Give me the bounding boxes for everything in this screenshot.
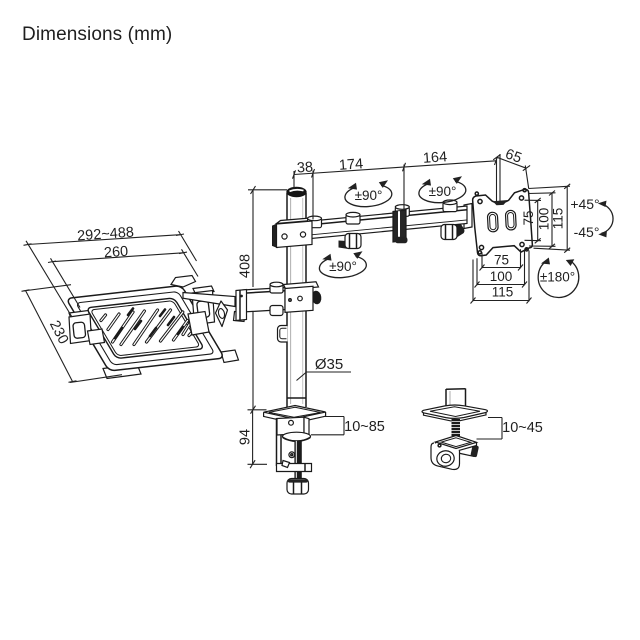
svg-text:408: 408 — [238, 254, 254, 278]
svg-text:292~488: 292~488 — [77, 225, 135, 245]
svg-text:+45°: +45° — [570, 196, 599, 212]
svg-text:115: 115 — [492, 285, 514, 300]
svg-text:±90°: ±90° — [329, 259, 357, 274]
svg-text:94: 94 — [238, 429, 254, 445]
svg-text:100: 100 — [537, 208, 552, 231]
svg-text:±90°: ±90° — [429, 184, 457, 199]
svg-text:65: 65 — [503, 146, 524, 167]
svg-text:Ø35: Ø35 — [315, 356, 343, 373]
svg-text:75: 75 — [494, 253, 509, 268]
svg-text:260: 260 — [103, 244, 128, 262]
svg-text:174: 174 — [338, 156, 363, 174]
svg-text:-45°: -45° — [574, 224, 600, 240]
svg-text:164: 164 — [422, 149, 447, 167]
svg-text:75: 75 — [521, 210, 536, 225]
svg-text:38: 38 — [296, 159, 313, 176]
svg-text:100: 100 — [490, 269, 513, 284]
svg-text:±180°: ±180° — [540, 270, 575, 285]
svg-text:10~45: 10~45 — [502, 420, 543, 436]
svg-text:Dimensions (mm): Dimensions (mm) — [22, 24, 172, 45]
svg-text:115: 115 — [551, 208, 566, 230]
svg-text:10~85: 10~85 — [344, 419, 385, 435]
svg-text:±90°: ±90° — [355, 188, 383, 203]
